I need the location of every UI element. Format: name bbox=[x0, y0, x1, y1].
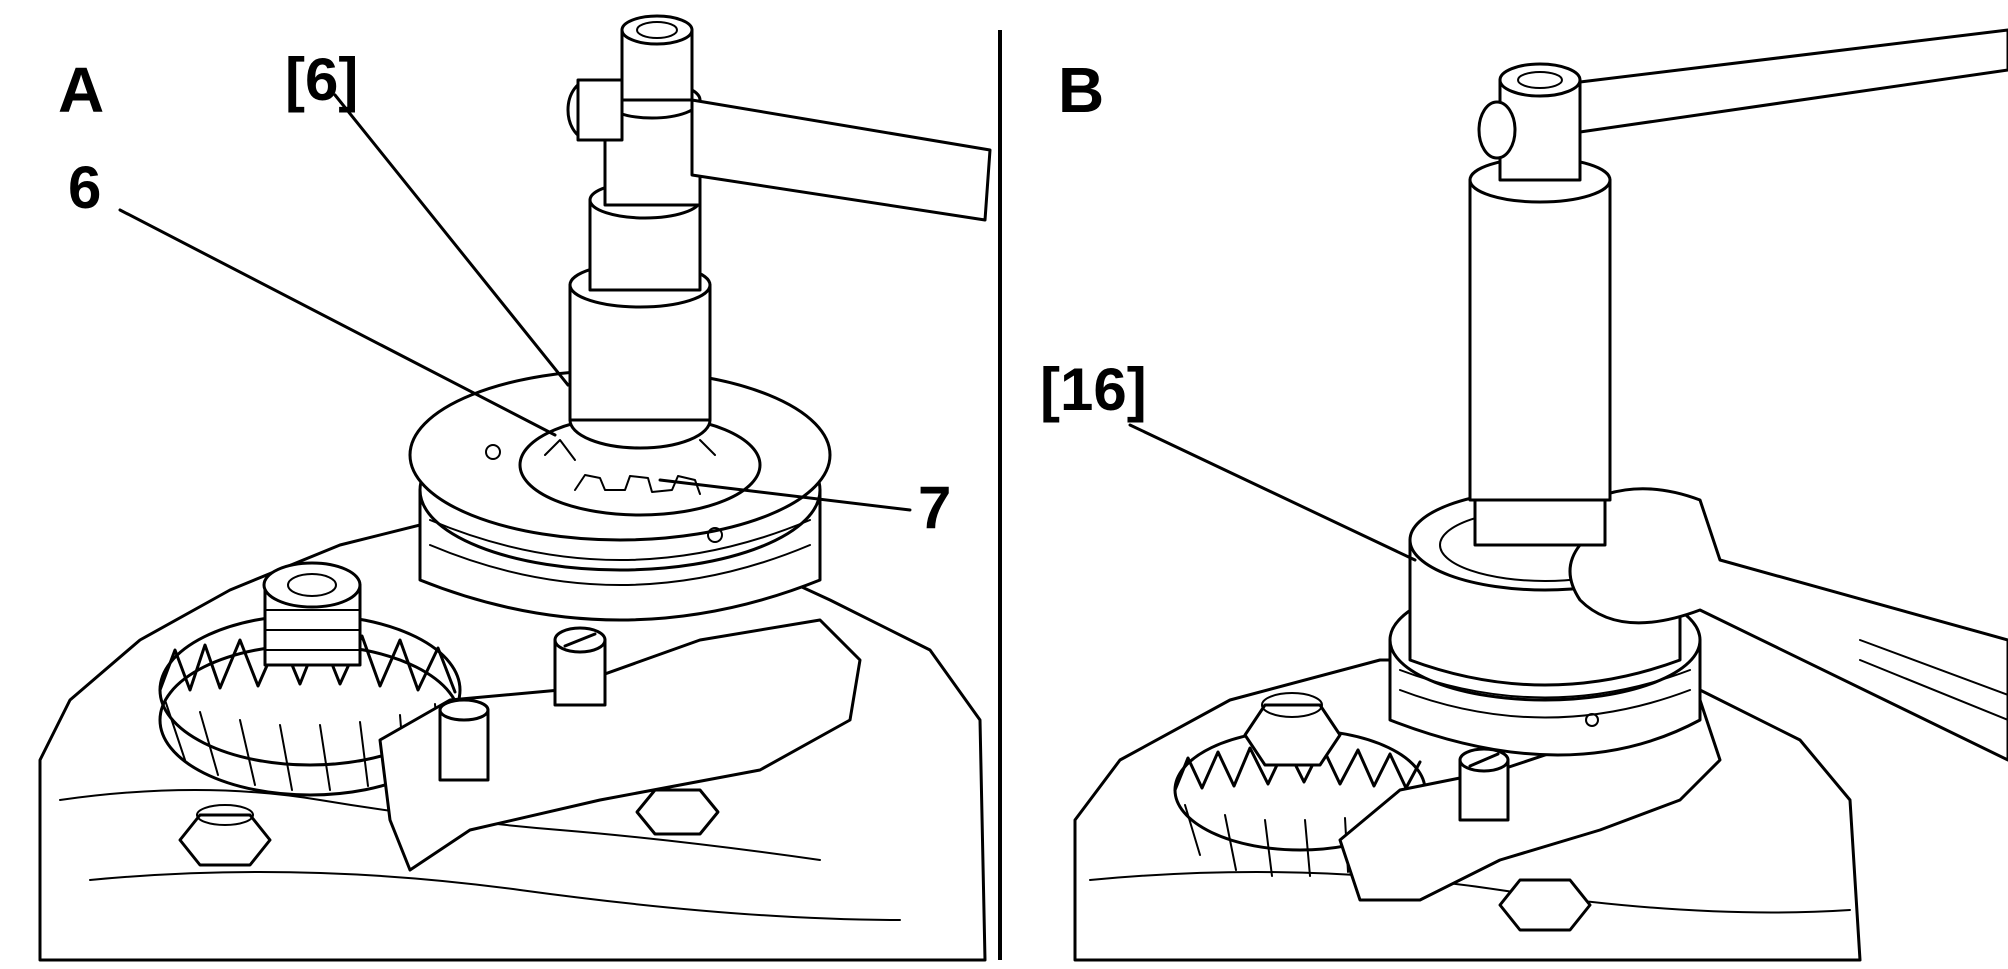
leader-tool-ref-16 bbox=[1128, 423, 1417, 562]
panel-a-shaft-end bbox=[262, 561, 362, 667]
panel-b-wrench bbox=[1558, 487, 2008, 762]
panel-a-letter: A bbox=[58, 54, 104, 126]
label-tool-ref-16: [16] bbox=[1040, 356, 1147, 423]
panel-b-wrench-slot bbox=[1859, 639, 2008, 721]
panel-b-screw bbox=[1458, 747, 1510, 822]
panel-b: B [16] bbox=[1040, 28, 2008, 962]
panel-a-screw bbox=[553, 626, 607, 707]
panel-a-bolt-left bbox=[178, 804, 272, 867]
label-part-6: 6 bbox=[68, 154, 101, 221]
label-tool-ref-6: [6] bbox=[285, 46, 358, 113]
leader-tool-ref-6 bbox=[333, 93, 570, 387]
label-part-7: 7 bbox=[918, 474, 951, 541]
panel-b-housing-rib bbox=[1089, 871, 1851, 914]
panel-b-letter: B bbox=[1058, 54, 1104, 126]
panel-b-nut bbox=[1243, 692, 1342, 767]
panel-a: A [6] 6 7 bbox=[38, 14, 992, 962]
panel-b-driver-tool bbox=[1468, 28, 2008, 547]
panel-b-bolt bbox=[1498, 878, 1592, 932]
panel-a-bolt-right bbox=[635, 788, 720, 836]
panel-a-housing-rib-2 bbox=[89, 871, 901, 921]
leader-part-7 bbox=[658, 478, 912, 512]
panel-a-driver-tool bbox=[566, 14, 992, 450]
leader-part-6 bbox=[118, 208, 557, 437]
panel-a-peg bbox=[438, 698, 490, 782]
